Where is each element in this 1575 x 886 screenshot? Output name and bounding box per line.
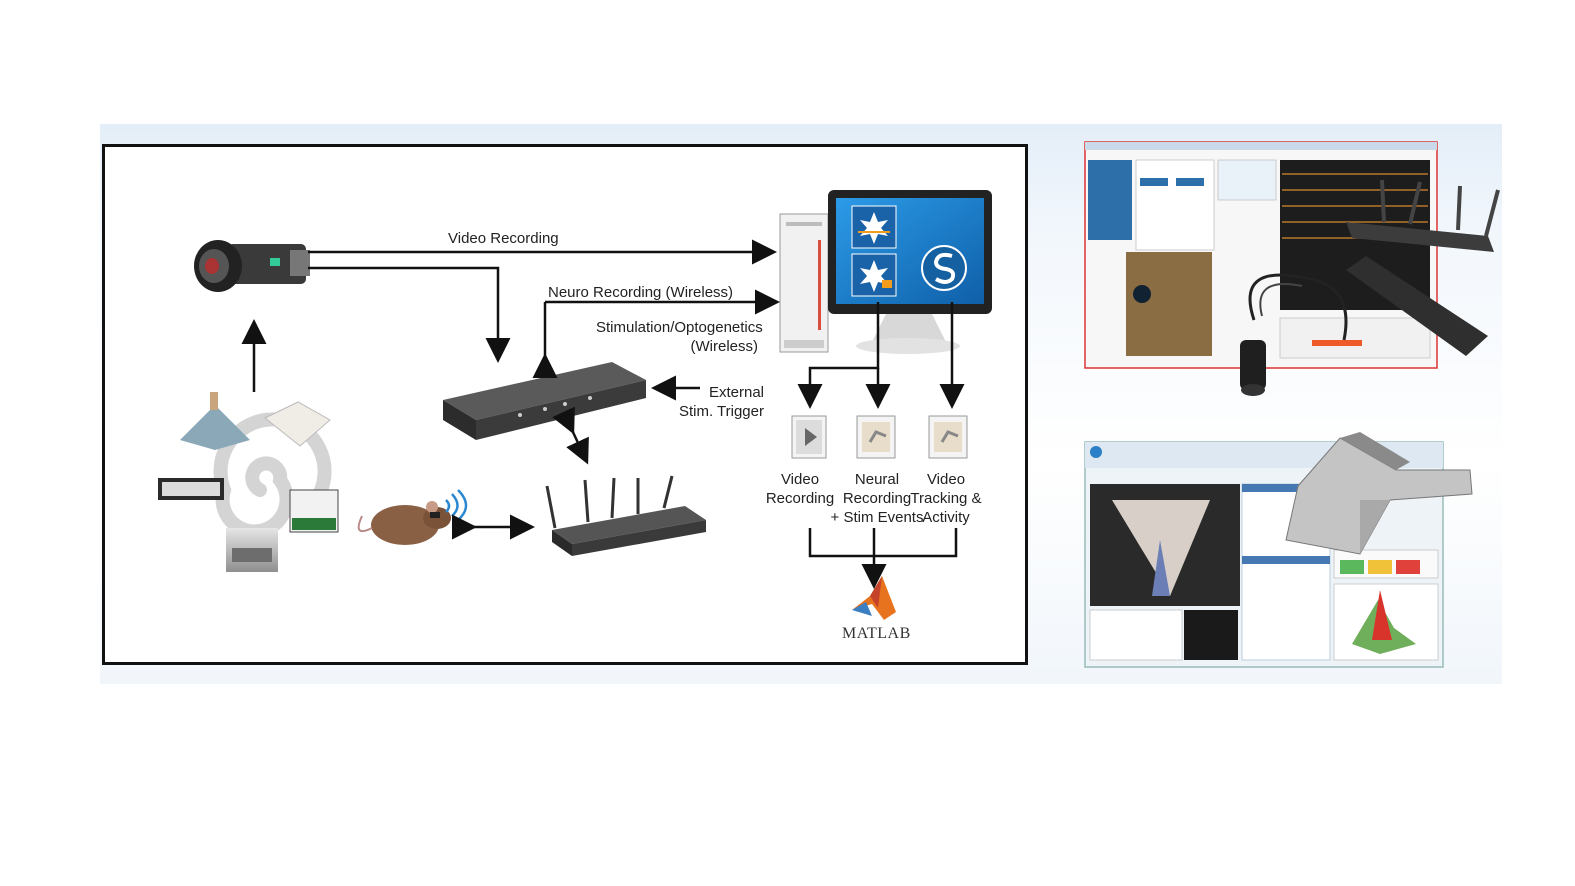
output-video-recording-label: Video Recording	[764, 470, 836, 508]
software-screenshot-bottom	[1084, 441, 1444, 668]
monitor-icon	[828, 190, 992, 354]
output-track-line1: Video	[926, 471, 966, 488]
output-video-line1: Video	[780, 471, 820, 488]
processor-device-icon	[443, 362, 646, 440]
mouse-icon	[357, 501, 451, 545]
output-neural-line2: Recording	[842, 490, 912, 507]
tracking-file-icon	[928, 415, 968, 459]
arrow-connectors	[241, 239, 965, 589]
y-maze-apparatus-icon	[1285, 432, 1473, 555]
external-trigger-line1: External	[708, 384, 764, 401]
output-video-tracking-label: Video Tracking & Activity	[910, 470, 982, 527]
output-track-line2: Tracking &	[910, 490, 982, 507]
stimulation-label: Stimulation/Optogenetics (Wireless)	[596, 318, 763, 356]
software-screenshot-top	[1084, 141, 1438, 369]
video-recording-label: Video Recording	[448, 230, 559, 247]
stimulation-label-line2: (Wireless)	[690, 338, 759, 355]
output-neural-line3: + Stim Events	[830, 509, 924, 526]
wireless-router-icon	[545, 475, 706, 556]
output-neural-line1: Neural	[854, 471, 900, 488]
wireless-hardware-icon	[1240, 179, 1500, 396]
external-trigger-line2: Stim. Trigger	[678, 403, 764, 420]
neural-file-icon	[856, 415, 896, 459]
computer-tower-icon	[779, 213, 829, 353]
video-file-icon	[791, 415, 827, 459]
output-track-line3: Activity	[922, 509, 970, 526]
output-video-line2: Recording	[765, 490, 835, 507]
behavior-apparatus-icon	[158, 392, 339, 572]
stimulation-label-line1: Stimulation/Optogenetics	[596, 319, 763, 336]
camera-icon	[194, 240, 310, 292]
output-neural-recording-label: Neural Recording + Stim Events	[830, 470, 924, 527]
neuro-recording-label: Neuro Recording (Wireless)	[548, 284, 734, 301]
external-trigger-label: External Stim. Trigger	[664, 383, 764, 421]
matlab-label: MATLAB	[842, 625, 911, 642]
